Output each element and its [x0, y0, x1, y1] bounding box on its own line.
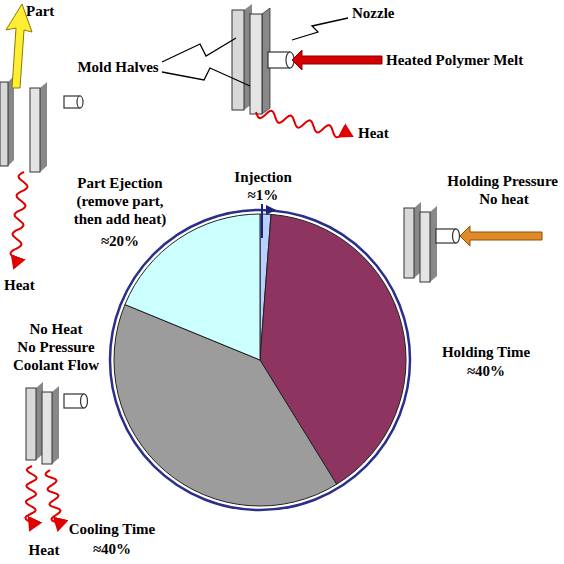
ejection-mold: [0, 4, 83, 172]
label-text: Injection: [234, 168, 292, 186]
leader-line: [162, 38, 236, 62]
cycle-ring: [110, 210, 410, 510]
heat-waves: [11, 111, 353, 530]
cooling-mold: [26, 382, 88, 464]
label-text: Part Ejection: [77, 174, 162, 192]
start-marker: [261, 204, 263, 238]
label-text: ≈20%: [101, 232, 139, 250]
cycle-arrow: [266, 205, 276, 215]
label-text: ≈40%: [93, 540, 131, 558]
heat-wave: [25, 466, 36, 530]
label-text: Nozzle: [352, 4, 394, 22]
label-text: No Pressure: [17, 338, 94, 356]
leader-line: [292, 18, 348, 40]
label-text: No Heat: [30, 320, 83, 338]
label-text: ≈40%: [467, 362, 505, 380]
label-text: Part: [26, 2, 54, 20]
heat-wave: [11, 172, 28, 268]
label-text: (remove part,: [76, 192, 163, 210]
label-text: Mold Halves: [77, 58, 158, 76]
label-text: Heat: [29, 541, 60, 559]
label-text: Holding Pressure: [447, 172, 558, 190]
label-text: ≈1%: [248, 186, 279, 204]
label-text: then add heat): [74, 210, 167, 228]
label-text: Heated Polymer Melt: [386, 51, 523, 69]
leader-line: [162, 68, 250, 86]
label-text: No heat: [479, 190, 529, 208]
label-text: Heat: [4, 276, 35, 294]
label-text: Heat: [358, 124, 389, 142]
label-text: Coolant Flow: [13, 356, 99, 374]
pie-chart: [114, 214, 406, 506]
heat-wave: [46, 470, 61, 530]
ejection-sector: [125, 214, 260, 360]
label-text: Cooling Time: [69, 520, 156, 538]
heat-wave: [256, 111, 352, 138]
holding-mold: [404, 202, 542, 282]
label-text: Holding Time: [442, 343, 530, 361]
